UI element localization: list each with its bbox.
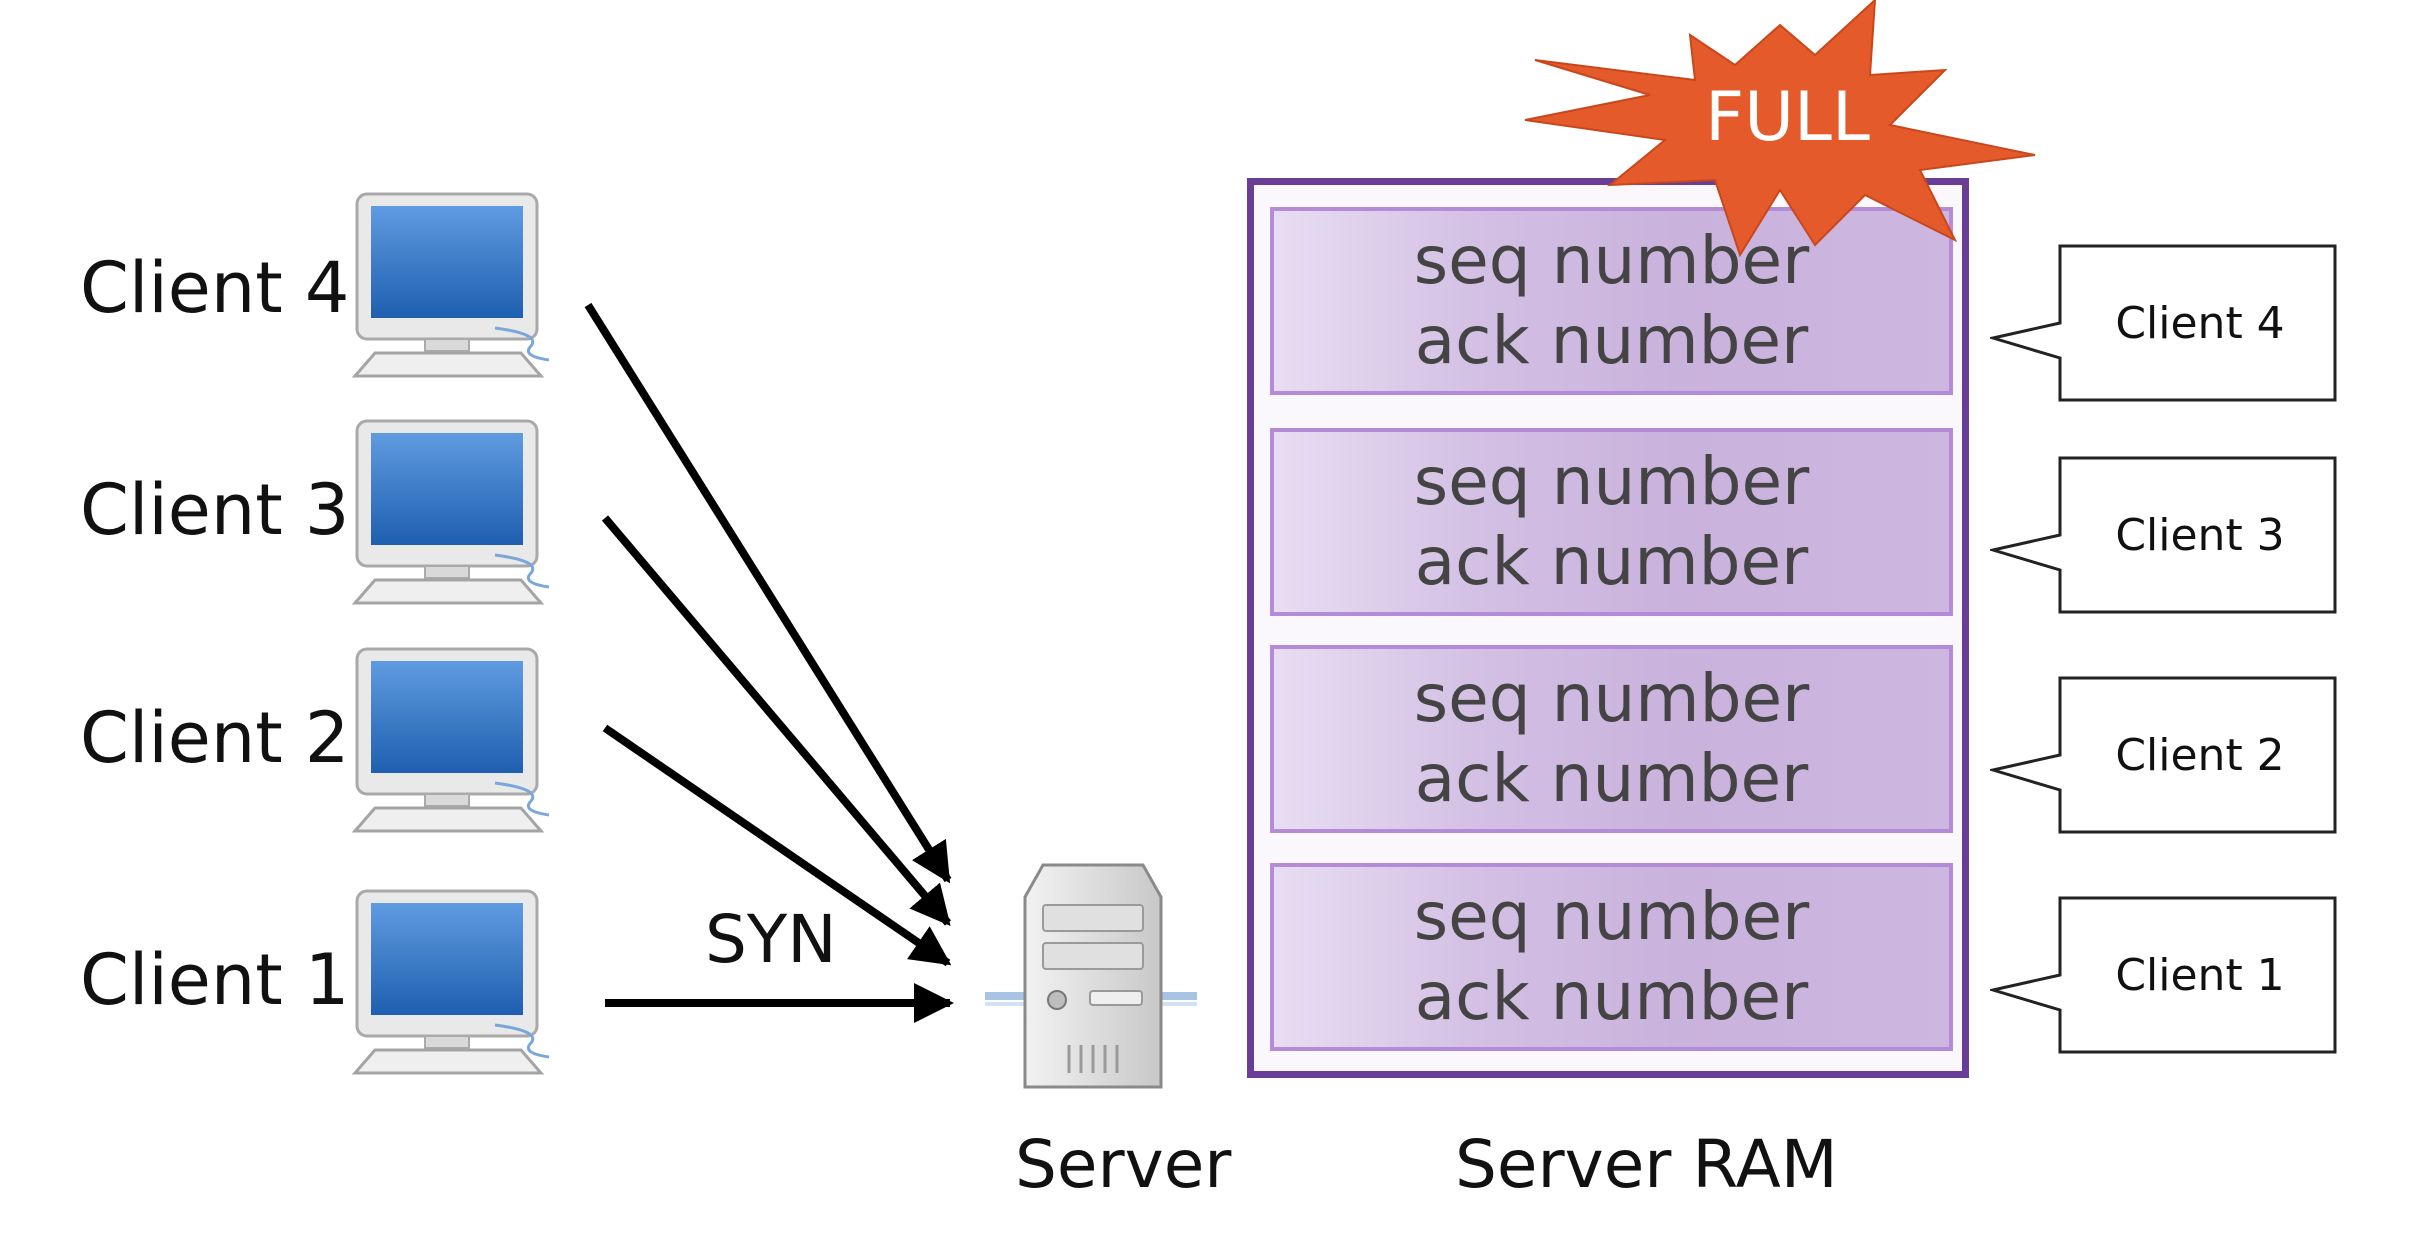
callout-client4: Client 4 <box>1990 243 2340 403</box>
arrow-client4 <box>584 302 952 884</box>
desktop-computer-icon <box>345 885 555 1080</box>
callout-label: Client 2 <box>2115 729 2285 781</box>
server-tower-icon <box>985 855 1225 1095</box>
arrow-client3 <box>601 515 952 927</box>
client-label-2: Client 2 <box>80 697 350 779</box>
ram-slot-client4: seq number ack number <box>1270 207 1953 395</box>
ack-number-text: ack number <box>1414 958 1809 1035</box>
desktop-computer-icon <box>345 643 555 838</box>
client-label-1: Client 1 <box>80 939 350 1021</box>
callout-client2: Client 2 <box>1990 675 2340 835</box>
server-ram-label: Server RAM <box>1455 1126 1838 1203</box>
desktop-computer-icon <box>345 188 555 383</box>
ram-slot-client3: seq number ack number <box>1270 428 1953 616</box>
ram-slot-client1: seq number ack number <box>1270 863 1953 1051</box>
syn-label: SYN <box>705 901 837 978</box>
client-label-4: Client 4 <box>80 247 350 329</box>
callout-client1: Client 1 <box>1990 895 2340 1055</box>
starburst-icon: FULL <box>1515 0 2040 265</box>
ack-number-text: ack number <box>1414 302 1809 379</box>
ram-slot-client2: seq number ack number <box>1270 645 1953 833</box>
ack-number-text: ack number <box>1414 740 1809 817</box>
callout-label: Client 1 <box>2115 949 2285 1001</box>
callout-client3: Client 3 <box>1990 455 2340 615</box>
callout-label: Client 4 <box>2115 297 2285 349</box>
client-label-3: Client 3 <box>80 469 350 551</box>
server-label: Server <box>1015 1126 1232 1203</box>
ack-number-text: ack number <box>1414 523 1809 600</box>
seq-number-text: seq number <box>1413 878 1810 955</box>
desktop-computer-icon <box>345 415 555 610</box>
seq-number-text: seq number <box>1413 443 1810 520</box>
callout-label: Client 3 <box>2115 509 2285 561</box>
seq-number-text: seq number <box>1413 660 1810 737</box>
full-label: FULL <box>1705 78 1870 157</box>
